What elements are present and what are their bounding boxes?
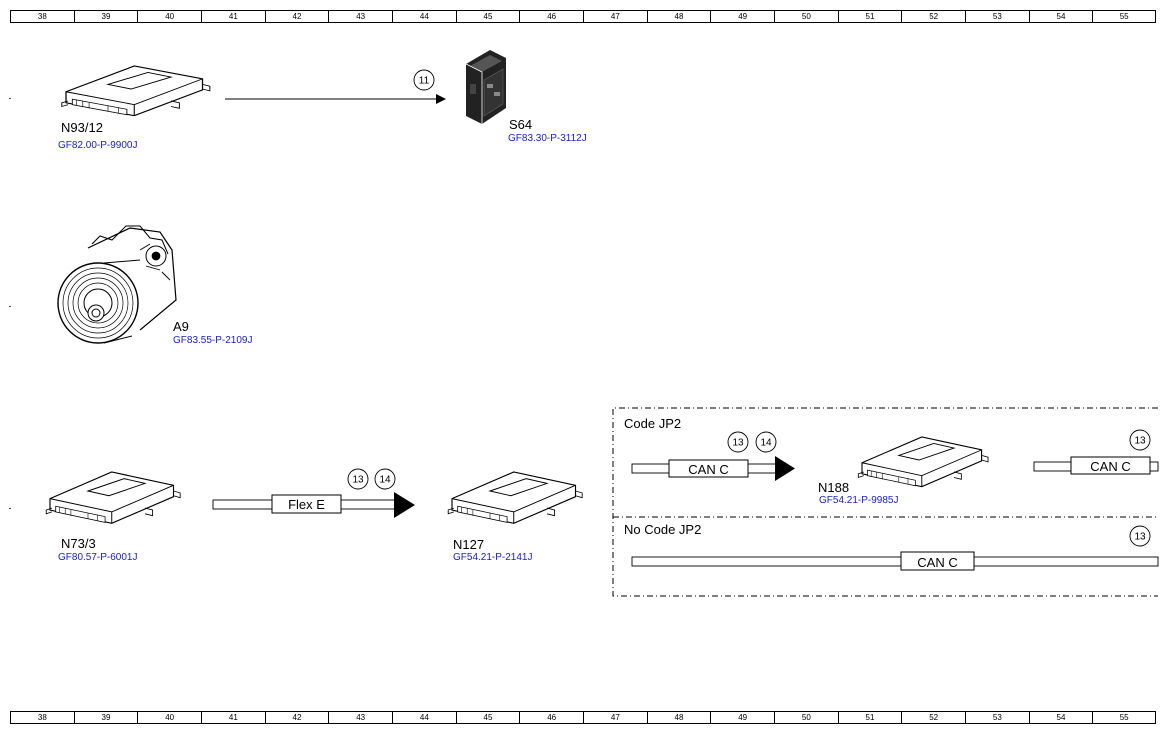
n93-12-label: N93/12 [61, 120, 103, 135]
ruler-column-38: 38 [10, 712, 74, 723]
ruler-column-43: 43 [328, 11, 392, 22]
margin-tick [9, 306, 11, 307]
a9-label: A9 [173, 319, 189, 334]
signal-number: 11 [419, 76, 430, 87]
can-c-bus-label: CAN C [688, 462, 728, 477]
ruler-column-50: 50 [774, 11, 838, 22]
svg-text:13: 13 [1134, 532, 1146, 543]
a9-ref-link[interactable]: GF83.55-P-2109J [173, 335, 253, 346]
n188-label: N188 [818, 480, 850, 495]
n73-3-control-unit-icon [45, 471, 181, 524]
ruler-column-46: 46 [519, 11, 583, 22]
ruler-column-49: 49 [710, 11, 774, 22]
signal-circle-13: 13 [727, 431, 749, 453]
ruler-column-52: 52 [901, 712, 965, 723]
ruler-column-43: 43 [328, 712, 392, 723]
flex-e-bus: Flex E [212, 492, 415, 518]
signal-circle-14: 14 [374, 468, 396, 490]
n93-12-control-unit-icon [61, 65, 211, 117]
ruler-column-53: 53 [965, 11, 1029, 22]
ruler-column-54: 54 [1028, 712, 1093, 723]
svg-text:13: 13 [352, 475, 364, 486]
signal-circle-13: 13 [1129, 429, 1151, 451]
ruler-column-44: 44 [392, 712, 456, 723]
can-c-bus-jp2-out: CAN C [1033, 456, 1159, 475]
ruler-column-42: 42 [264, 712, 329, 723]
ruler-column-39: 39 [73, 11, 138, 22]
ruler-column-46: 46 [519, 712, 583, 723]
ruler-column-42: 42 [264, 11, 329, 22]
ruler-column-41: 41 [201, 11, 265, 22]
n188-control-unit-icon [857, 436, 989, 488]
n73-3-ref-link[interactable]: GF80.57-P-6001J [58, 552, 138, 563]
s64-label: S64 [509, 117, 533, 132]
ruler-column-52: 52 [901, 11, 965, 22]
can-c-bus-no-jp2: CAN C [631, 551, 1159, 571]
ruler-column-55: 55 [1092, 11, 1156, 22]
variant-no-code-jp2-label: No Code JP2 [624, 522, 702, 537]
ruler-column-38: 38 [10, 11, 74, 22]
variant-frame [612, 407, 1158, 597]
margin-tick [9, 98, 11, 99]
a9-compressor-icon [57, 225, 177, 344]
ruler-column-54: 54 [1028, 11, 1093, 22]
svg-text:13: 13 [1134, 436, 1146, 447]
ruler-column-53: 53 [965, 712, 1029, 723]
ruler-column-44: 44 [392, 11, 456, 22]
n127-label: N127 [453, 537, 485, 552]
margin-tick [9, 508, 11, 509]
ruler-column-51: 51 [837, 712, 902, 723]
s64-switch-icon [465, 50, 506, 124]
signal-circle-11: 11 [413, 69, 435, 91]
ruler-column-40: 40 [137, 11, 201, 22]
ruler-column-41: 41 [201, 712, 265, 723]
n73-3-label: N73/3 [61, 536, 96, 551]
ruler-column-39: 39 [73, 712, 138, 723]
signal-circle-14: 14 [755, 431, 777, 453]
s64-ref-link[interactable]: GF83.30-P-3112J [508, 133, 587, 144]
ruler-column-47: 47 [583, 11, 647, 22]
ruler-column-51: 51 [837, 11, 902, 22]
ruler-column-40: 40 [137, 712, 201, 723]
ruler-column-48: 48 [646, 11, 711, 22]
ruler-column-55: 55 [1092, 712, 1156, 723]
n93-12-ref-link[interactable]: GF82.00-P-9900J [58, 140, 138, 151]
variant-code-jp2-label: Code JP2 [624, 416, 682, 431]
signal-circle-13: 13 [347, 468, 369, 490]
svg-text:14: 14 [379, 475, 391, 486]
ruler-column-45: 45 [455, 712, 520, 723]
ruler-column-47: 47 [583, 712, 647, 723]
ruler-column-45: 45 [455, 11, 520, 22]
ruler-column-49: 49 [710, 712, 774, 723]
can-c-bus-label: CAN C [917, 555, 957, 570]
ruler-column-50: 50 [774, 712, 838, 723]
svg-text:14: 14 [760, 438, 772, 449]
n127-control-unit-icon [447, 471, 583, 524]
can-c-bus-label: CAN C [1090, 459, 1130, 474]
can-c-bus-jp2-in: CAN C [631, 456, 795, 481]
n127-ref-link[interactable]: GF54.21-P-2141J [453, 552, 533, 563]
svg-text:13: 13 [732, 438, 744, 449]
ruler-column-48: 48 [646, 712, 711, 723]
n188-ref-link[interactable]: GF54.21-P-9985J [819, 495, 899, 506]
flex-e-bus-label: Flex E [288, 497, 325, 512]
signal-circle-13: 13 [1129, 525, 1151, 547]
